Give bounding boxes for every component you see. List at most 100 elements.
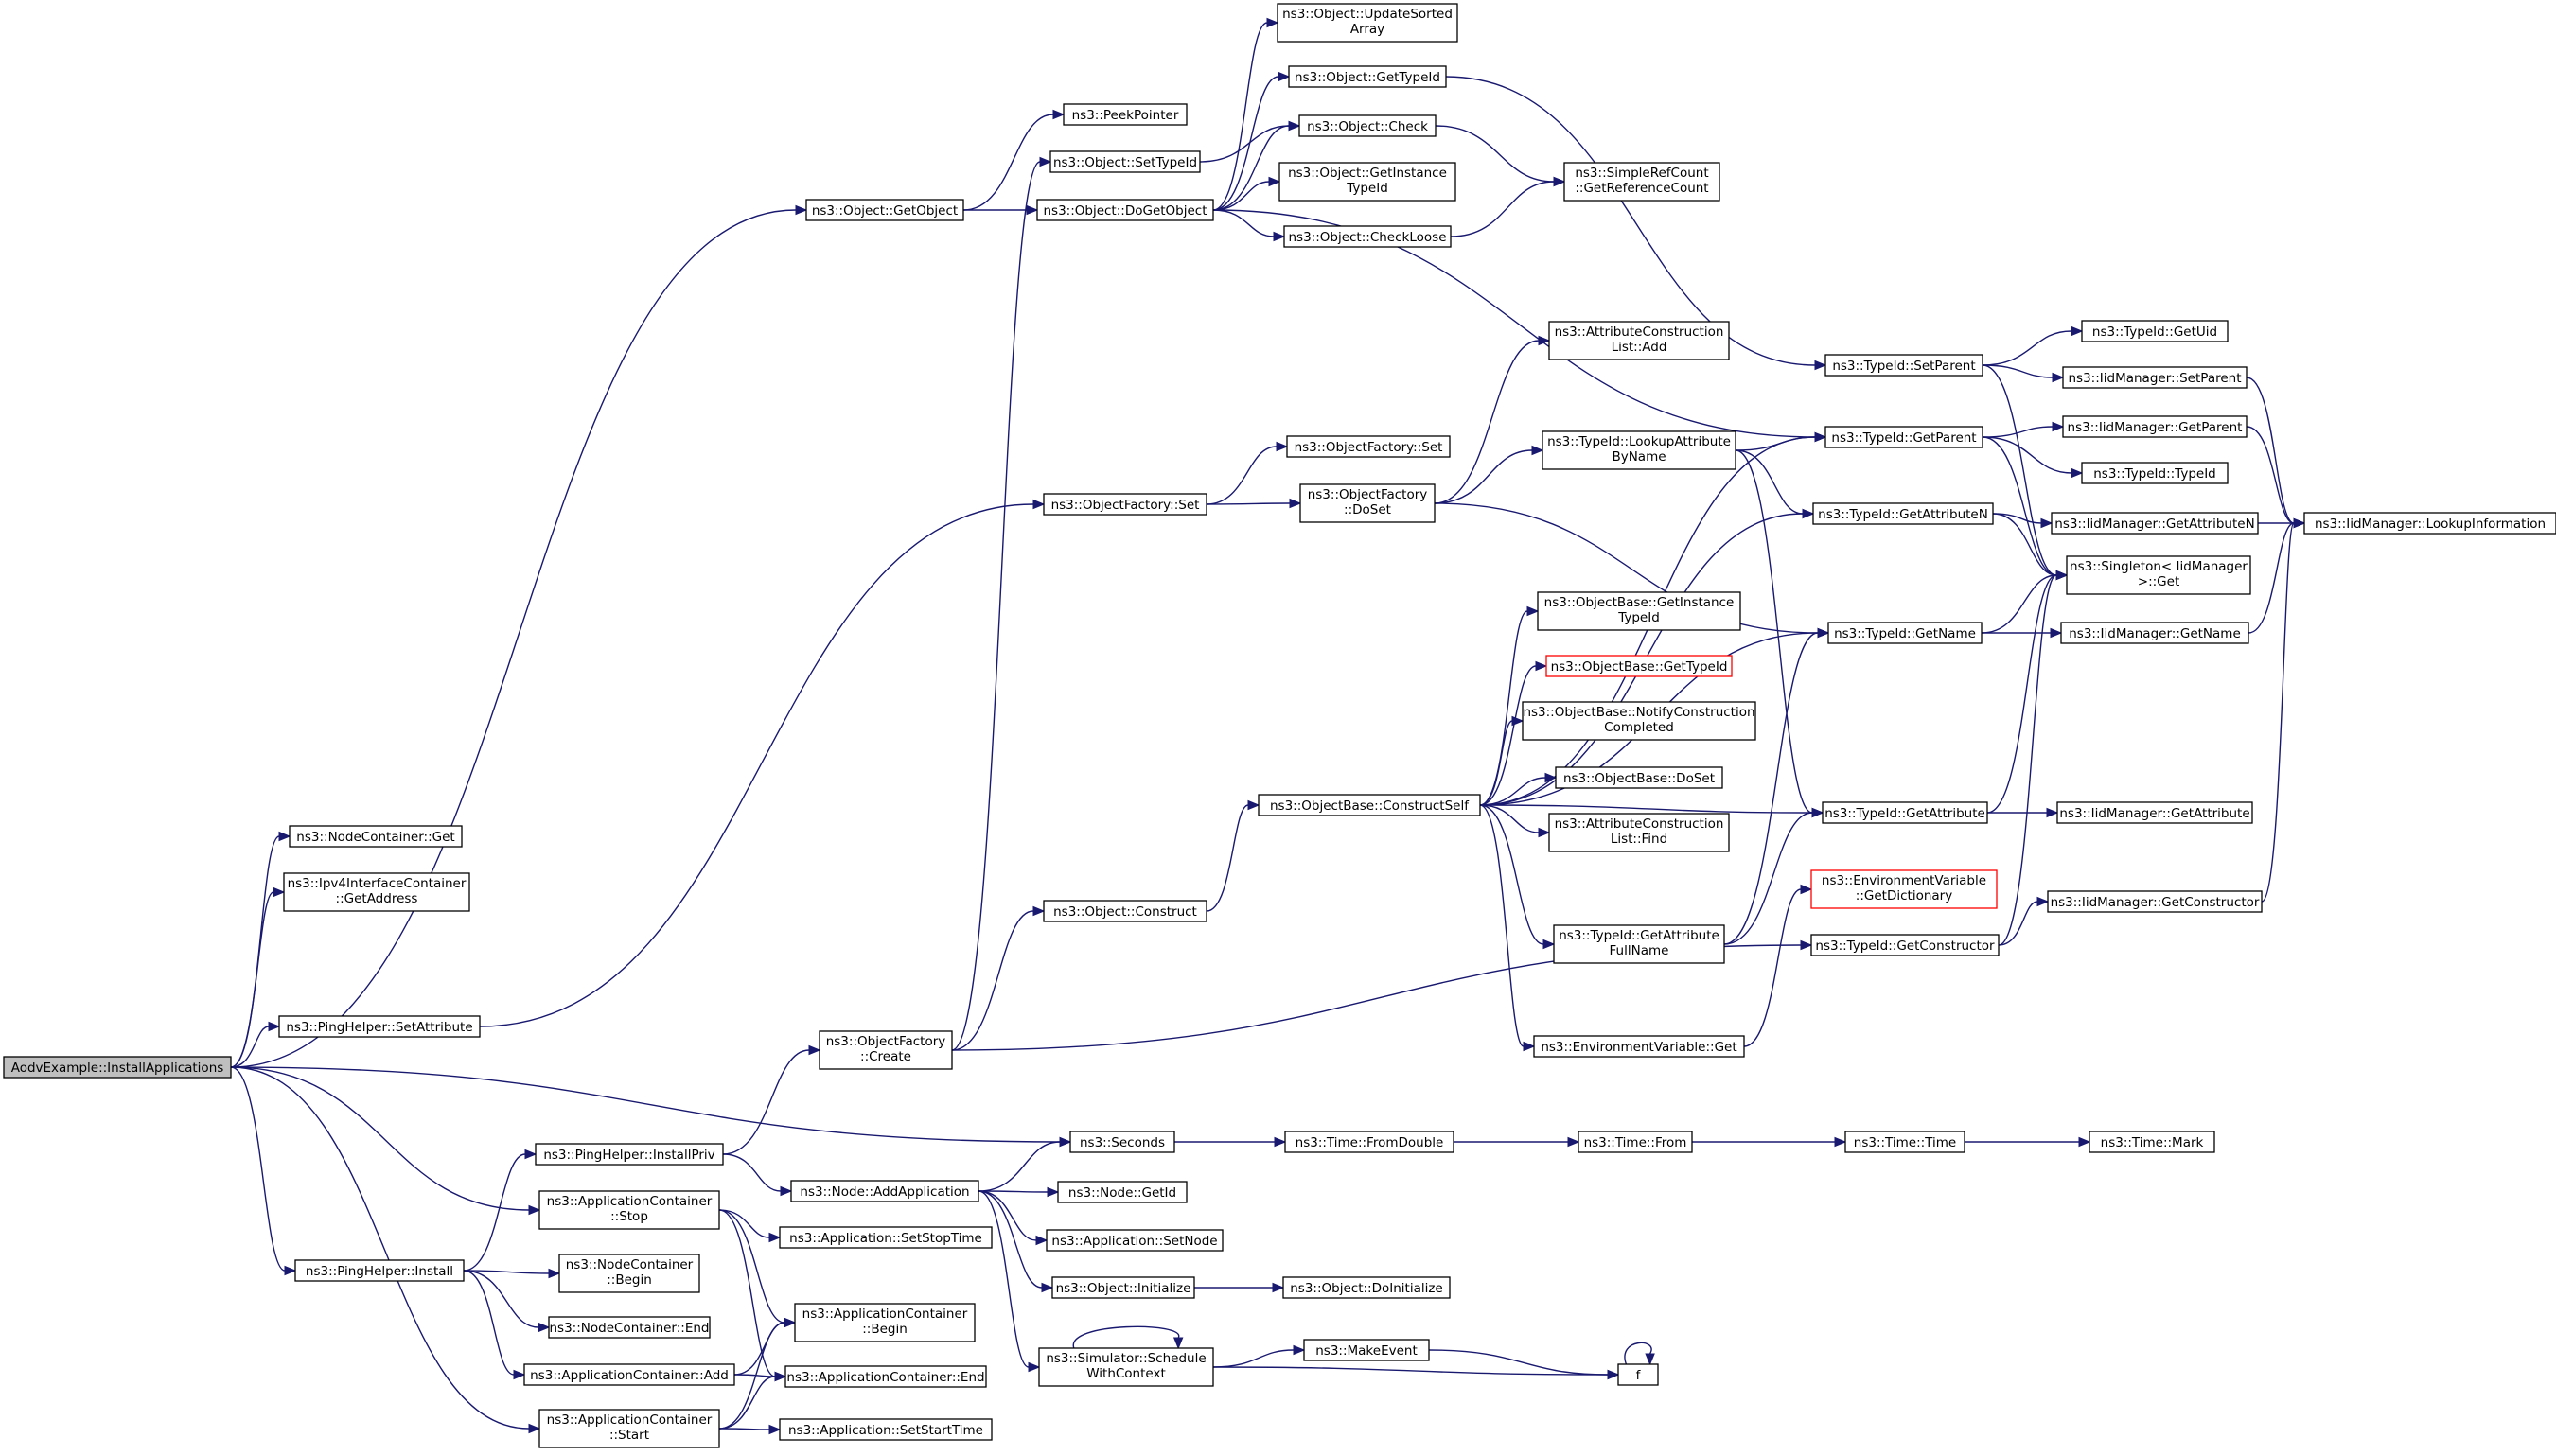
- node-ac-end[interactable]: ns3::ApplicationContainer::End: [784, 1365, 987, 1388]
- node-ob-notify[interactable]: ns3::ObjectBase::NotifyConstructionCompl…: [1522, 701, 1756, 741]
- node-tid-getattribute[interactable]: ns3::TypeId::GetAttribute: [1822, 801, 1988, 824]
- node-tid-getparent[interactable]: ns3::TypeId::GetParent: [1824, 426, 1983, 448]
- edge-obj-settypeid-to-obj-check: [1199, 120, 1301, 163]
- arrow-head: [2052, 372, 2065, 383]
- node-seconds[interactable]: ns3::Seconds: [1069, 1131, 1175, 1153]
- node-obj-getobject[interactable]: ns3::Object::GetObject: [805, 199, 964, 221]
- edge-line: [1624, 1342, 1652, 1365]
- node-iid-getconstructor[interactable]: ns3::IidManager::GetConstructor: [2047, 890, 2263, 913]
- node-env-getdict[interactable]: ns3::EnvironmentVariable::GetDictionary: [1810, 869, 1998, 909]
- node-iid-setparent[interactable]: ns3::IidManager::SetParent: [2062, 366, 2248, 389]
- node-ph-install[interactable]: ns3::PingHelper::Install: [294, 1259, 465, 1282]
- node-of-create[interactable]: ns3::ObjectFactory::Create: [819, 1030, 953, 1070]
- edge-of-doset-to-tid-lookupattr: [1434, 445, 1544, 504]
- node-node-addapp[interactable]: ns3::Node::AddApplication: [790, 1180, 979, 1202]
- arrow-head: [1268, 176, 1281, 187]
- node-iid-getparent[interactable]: ns3::IidManager::GetParent: [2062, 415, 2248, 438]
- node-label: ns3::TypeId::GetUid: [2092, 325, 2217, 340]
- edge-ac-stop-to-app-setstoptime: [718, 1209, 782, 1243]
- node-env-get[interactable]: ns3::EnvironmentVariable::Get: [1533, 1035, 1745, 1058]
- node-node-getid[interactable]: ns3::Node::GetId: [1057, 1181, 1188, 1203]
- arrow-head: [1511, 715, 1525, 727]
- node-tid-setparent[interactable]: ns3::TypeId::SetParent: [1824, 354, 1983, 377]
- node-app-setstoptime[interactable]: ns3::Application::SetStopTime: [779, 1226, 993, 1249]
- edge-line: [718, 1209, 770, 1238]
- node-of-doset[interactable]: ns3::ObjectFactory::DoSet: [1299, 483, 1436, 523]
- node-obj-checkloose[interactable]: ns3::Object::CheckLoose: [1283, 225, 1452, 248]
- node-app-setstarttime[interactable]: ns3::Application::SetStartTime: [779, 1418, 993, 1441]
- node-time-from[interactable]: ns3::Time::From: [1578, 1131, 1693, 1153]
- node-obj-initialize[interactable]: ns3::Object::Initialize: [1051, 1276, 1195, 1299]
- node-box: [1548, 813, 1730, 852]
- node-singleton-get[interactable]: ns3::Singleton< IidManager >::Get: [2066, 555, 2251, 595]
- edge-tid-getattribute-to-iid-getattribute: [1987, 807, 2059, 818]
- node-obj-construct[interactable]: ns3::Object::Construct: [1043, 900, 1207, 922]
- node-tid-getname[interactable]: ns3::TypeId::GetName: [1827, 622, 1983, 644]
- node-tid-getattributen[interactable]: ns3::TypeId::GetAttributeN: [1812, 502, 1994, 525]
- node-ph-setattr[interactable]: ns3::PingHelper::SetAttribute: [278, 1015, 481, 1038]
- node-nc-begin[interactable]: ns3::NodeContainer::Begin: [558, 1254, 700, 1293]
- edge-line: [1212, 181, 1270, 211]
- node-root[interactable]: AodvExample::InstallApplications: [3, 1056, 232, 1079]
- node-time-mark[interactable]: ns3::Time::Mark: [2089, 1131, 2215, 1153]
- node-iid-getattribute[interactable]: ns3::IidManager::GetAttribute: [2056, 801, 2253, 824]
- node-tid-typeid[interactable]: ns3::TypeId::TypeId: [2081, 462, 2229, 484]
- arrow-head: [528, 1423, 541, 1434]
- node-box: [1063, 103, 1188, 126]
- node-time-time[interactable]: ns3::Time::Time: [1844, 1131, 1965, 1153]
- node-label: List::Add: [1612, 340, 1667, 355]
- node-ac-stop[interactable]: ns3::ApplicationContainer::Stop: [538, 1190, 720, 1230]
- node-ob-constructself[interactable]: ns3::ObjectBase::ConstructSelf: [1258, 794, 1481, 816]
- node-ac-start[interactable]: ns3::ApplicationContainer::Start: [538, 1409, 720, 1448]
- node-makeevent[interactable]: ns3::MakeEvent: [1303, 1339, 1430, 1361]
- node-app-setnode[interactable]: ns3::Application::SetNode: [1046, 1229, 1224, 1252]
- arrow-head: [1039, 156, 1052, 167]
- edge-node-addapp-to-seconds: [978, 1136, 1072, 1192]
- node-ac-add[interactable]: ns3::ApplicationContainer::Add: [523, 1363, 735, 1386]
- node-box: [1563, 162, 1720, 202]
- node-nc-get[interactable]: ns3::NodeContainer::Get: [289, 825, 463, 848]
- node-f[interactable]: f: [1617, 1363, 1659, 1386]
- node-time-fromdouble[interactable]: ns3::Time::FromDouble: [1284, 1131, 1454, 1153]
- node-iid-getattrn[interactable]: ns3::IidManager::GetAttributeN: [2051, 512, 2259, 535]
- node-obj-settypeid[interactable]: ns3::Object::SetTypeId: [1049, 150, 1201, 173]
- node-ipv4-getaddr[interactable]: ns3::Ipv4InterfaceContainer::GetAddress: [283, 872, 470, 912]
- arrow-head: [1272, 1282, 1285, 1293]
- node-iid-lookupinfo[interactable]: ns3::IidManager::LookupInformation: [2303, 512, 2556, 535]
- node-label: ::Begin: [862, 1322, 908, 1337]
- edge-line: [1735, 449, 1813, 814]
- edge-line: [1479, 720, 1513, 806]
- node-box: [1824, 354, 1983, 377]
- node-box: [2062, 366, 2248, 389]
- node-peekpointer[interactable]: ns3::PeekPointer: [1063, 103, 1188, 126]
- node-ob-gettypeid[interactable]: ns3::ObjectBase::GetTypeId: [1545, 655, 1733, 677]
- node-obj-dogetobject[interactable]: ns3::Object::DoGetObject: [1036, 199, 1214, 221]
- node-of-set[interactable]: ns3::ObjectFactory::Set: [1043, 493, 1207, 516]
- node-box: [1258, 794, 1481, 816]
- node-ac-begin[interactable]: ns3::ApplicationContainer::Begin: [794, 1303, 976, 1342]
- node-ofac-set[interactable]: ns3::ObjectFactory::Set: [1286, 435, 1451, 458]
- node-iid-getname[interactable]: ns3::IidManager::GetName: [2060, 622, 2249, 644]
- node-label: ns3::ObjectFactory: [1308, 487, 1428, 502]
- edge-line: [951, 910, 1034, 1051]
- node-obj-gettypeid[interactable]: ns3::Object::GetTypeId: [1288, 65, 1447, 88]
- node-nc-end[interactable]: ns3::NodeContainer::End: [548, 1316, 711, 1339]
- node-tid-getuid[interactable]: ns3::TypeId::GetUid: [2081, 320, 2229, 342]
- node-ph-installpriv[interactable]: ns3::PingHelper::InstallPriv: [535, 1143, 724, 1166]
- edge-tid-setparent-to-singleton-get: [1982, 364, 2069, 581]
- node-ob-doset[interactable]: ns3::ObjectBase::DoSet: [1555, 766, 1723, 789]
- edge-line: [1982, 436, 2057, 576]
- node-obj-doinitialize[interactable]: ns3::Object::DoInitialize: [1282, 1276, 1451, 1299]
- node-tid-getconstructor[interactable]: ns3::TypeId::GetConstructor: [1810, 934, 2000, 956]
- node-box: [2056, 801, 2253, 824]
- node-obj-check[interactable]: ns3::Object::Check: [1298, 114, 1437, 137]
- node-src-getrefcount[interactable]: ns3::SimpleRefCount::GetReferenceCount: [1563, 162, 1720, 202]
